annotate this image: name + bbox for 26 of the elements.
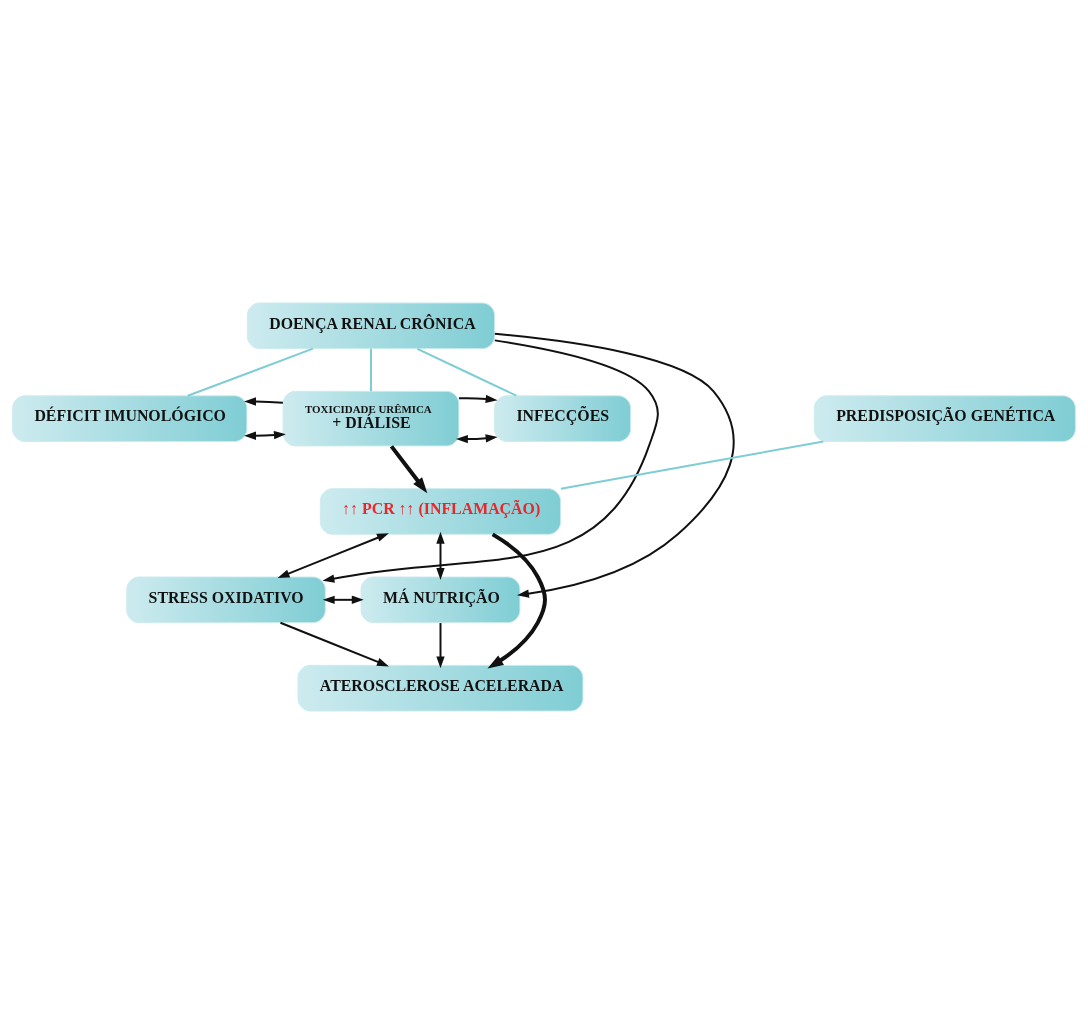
arrow [279,621,389,666]
connector [370,347,372,392]
node-box: PREDISPOSIÇÃO GENÉTICA [813,394,1076,442]
arrow [322,595,364,604]
arrow [244,430,286,440]
arrow [436,621,445,668]
node-box: ↑↑ PCR ↑↑ (INFLAMAÇÃO) [319,487,562,535]
node-box: STRESS OXIDATIVO [126,576,326,623]
arrow [389,444,428,493]
node-box: TOXICIDADE URÊMICA + DIÁLISE [282,390,460,446]
connector [559,440,825,490]
node-box: DÉFICIT IMUNOLÓGICO [12,394,248,442]
arrow [436,531,445,580]
node-box: INFECÇÕES [494,394,632,442]
arrow [493,332,735,598]
node-box: DOENÇA RENAL CRÔNICA [246,301,496,349]
arrow [322,338,659,583]
connector [416,347,518,397]
arrow [244,396,284,406]
arrow [277,532,389,578]
arrow [487,532,547,668]
arrow [455,433,498,443]
arrow [457,394,498,403]
connector [186,347,314,397]
node-box: MÁ NUTRIÇÃO [360,576,521,623]
node-box: ATEROSCLEROSE ACELERADA [297,664,584,712]
